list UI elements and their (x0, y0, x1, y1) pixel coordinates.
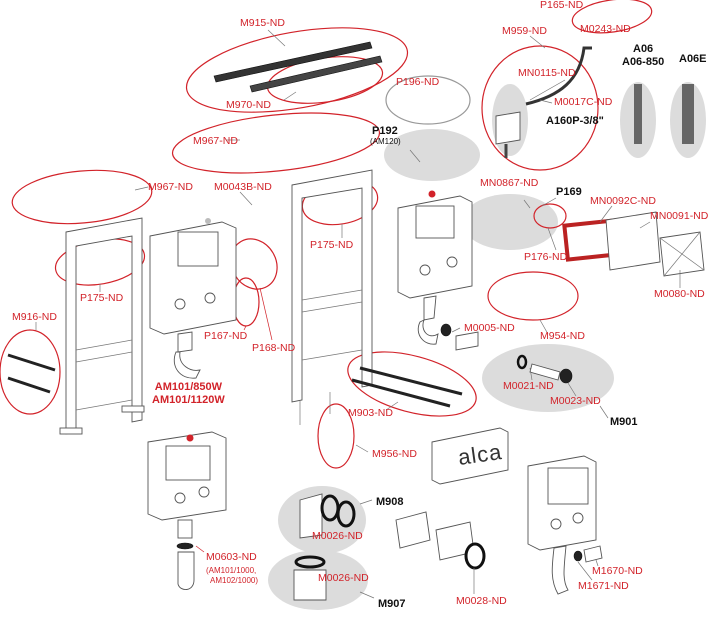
label-m0028: M0028-ND (456, 595, 507, 607)
p192-group-bg (384, 129, 480, 181)
label-p167: P167-ND (204, 330, 248, 342)
label-m0017c: M0017C-ND (554, 96, 613, 108)
label-p192: P192 (372, 125, 398, 137)
model-line-1: AM101/850W (154, 381, 223, 393)
label-p192-sub: (AM120) (370, 137, 401, 146)
m916-outline (0, 329, 61, 415)
label-m0603: M0603-ND (206, 551, 257, 563)
cistern-lower-right (527, 455, 603, 595)
left-installation-frame (59, 217, 145, 435)
label-m967-left: M967-ND (148, 181, 193, 193)
p167-outline (232, 277, 260, 327)
label-mn0867: MN0867-ND (480, 177, 539, 189)
label-mn0091: MN0091-ND (650, 210, 709, 222)
m967-left-outline (11, 169, 153, 225)
label-m970: M970-ND (226, 99, 271, 111)
m915-rails (213, 41, 383, 93)
leader-lines (35, 29, 681, 599)
label-p175-left: P175-ND (80, 292, 124, 304)
m967-top-outline (171, 112, 381, 174)
label-a06e: A06E (679, 53, 707, 65)
m915-outline (185, 27, 409, 113)
m916-bolts (7, 353, 56, 394)
mn0091-box (605, 211, 661, 271)
m0028-seal (464, 542, 486, 570)
cistern-upper-left (149, 218, 237, 379)
m956-outline (317, 403, 355, 469)
label-m907: M907 (378, 598, 406, 610)
m903-outline (347, 351, 477, 417)
label-m0021: M0021-ND (503, 380, 554, 392)
label-m903: M903-ND (348, 407, 393, 419)
label-m908: M908 (376, 496, 404, 508)
label-a160p: A160P-3/8" (546, 115, 604, 127)
label-m0026-b: M0026-ND (318, 572, 369, 584)
m959-outline (481, 45, 599, 171)
label-p196: P196-ND (396, 76, 440, 88)
label-m1671: M1671-ND (578, 580, 629, 592)
middle-installation-frame (291, 169, 373, 425)
m954-outline (487, 271, 579, 321)
m903-rods (351, 366, 463, 408)
a160p-fill-valve (495, 111, 521, 145)
m0243-outline (571, 0, 653, 34)
label-m0026-a: M0026-ND (312, 530, 363, 542)
p169-group-bg (462, 194, 558, 250)
label-m959: M959-ND (502, 25, 547, 37)
label-m954: M954-ND (540, 330, 585, 342)
label-m1670: M1670-ND (592, 565, 643, 577)
m908-elbow (299, 493, 323, 539)
a06e-flush-valve (682, 84, 694, 144)
label-m901: M901 (610, 416, 638, 428)
model-line-2: AM101/1120W (152, 394, 225, 407)
m901-group-bg (482, 344, 614, 412)
p176-outline (533, 203, 567, 229)
label-p168: P168-ND (252, 342, 296, 354)
cistern-upper-right (397, 190, 479, 351)
label-m0603-sub1: (AM101/1000, (206, 566, 257, 575)
cistern-lower-left (147, 431, 227, 590)
label-m0005: M0005-ND (464, 322, 515, 334)
pipe-connector (395, 511, 431, 549)
label-m0243: M0243-ND (580, 23, 631, 35)
label-m915: M915-ND (240, 17, 285, 29)
a06-flush-valve (634, 84, 642, 144)
label-mn0092c: MN0092C-ND (590, 195, 656, 207)
label-p175-mid: P175-ND (310, 239, 354, 251)
label-p169: P169 (556, 186, 582, 198)
label-m0603-sub2: AM102/1000) (210, 576, 259, 585)
label-m0080: M0080-ND (654, 288, 705, 300)
p196-callout (385, 75, 471, 125)
label-m967-top: M967-ND (193, 135, 238, 147)
label-a06-850: A06-850 (622, 56, 665, 68)
model-label: AM101/850W AM101/1120W (152, 381, 225, 407)
alca-logo: alca (456, 439, 504, 470)
alca-cover-box (431, 427, 509, 485)
label-p176: P176-ND (524, 251, 568, 263)
label-p165: P165-ND (540, 0, 584, 11)
label-m956: M956-ND (372, 448, 417, 460)
label-m916: M916-ND (12, 311, 57, 323)
label-m0023: M0023-ND (550, 395, 601, 407)
label-mn0115: MN0115-ND (518, 67, 576, 79)
m907-adapter (293, 569, 327, 601)
mn0115-hose (525, 46, 592, 106)
label-a06: A06 (633, 43, 654, 55)
label-m0043b: M0043B-ND (214, 181, 272, 193)
